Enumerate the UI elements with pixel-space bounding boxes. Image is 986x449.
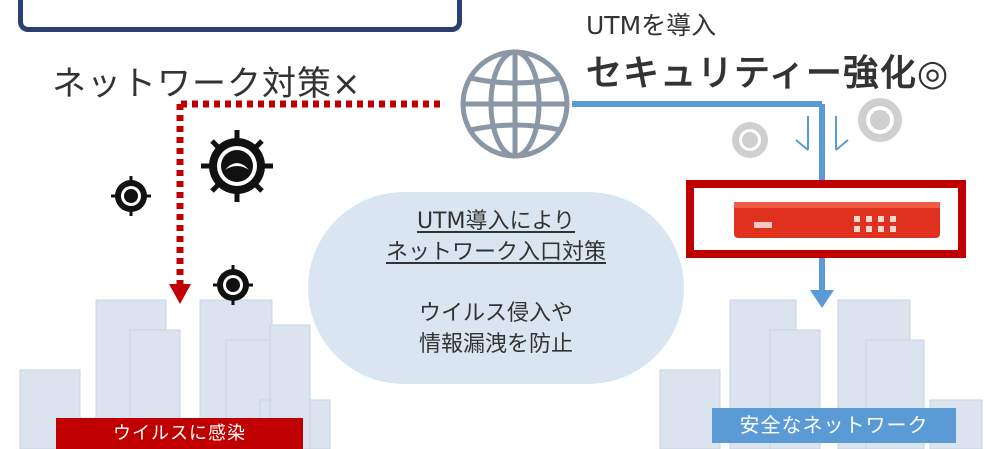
bubble-line-2: ネットワーク入口対策 bbox=[385, 240, 606, 265]
bubble-line-3: ウイルス侵入や bbox=[418, 301, 573, 326]
bubble-line-4: 情報漏洩を防止 bbox=[418, 332, 573, 357]
utm-subtitle: セキュリティー強化◎ bbox=[586, 53, 950, 94]
globe-icon bbox=[460, 49, 570, 159]
utm-device-icon bbox=[734, 202, 940, 238]
deflect-arrows-icon bbox=[795, 116, 849, 151]
blue-arrowhead bbox=[810, 290, 834, 308]
top-frame bbox=[18, 0, 462, 32]
infected-tag: ウイルスに感染 bbox=[56, 418, 303, 449]
safe-network-tag: 安全なネットワーク bbox=[712, 408, 956, 443]
blue-path bbox=[572, 101, 825, 292]
bubble-line-1: UTM導入により bbox=[416, 209, 576, 234]
info-bubble: UTM導入により ネットワーク入口対策 ウイルス侵入や 情報漏洩を防止 bbox=[308, 192, 684, 384]
red-arrowhead bbox=[169, 284, 191, 304]
blocked-virus-icon bbox=[732, 122, 768, 158]
utm-title: UTMを導入 bbox=[586, 11, 717, 40]
virus-icon bbox=[111, 176, 151, 216]
virus-icon bbox=[213, 265, 253, 305]
red-dashed-path bbox=[176, 100, 440, 284]
blocked-virus-icon bbox=[858, 98, 902, 142]
left-heading: ネットワーク対策× bbox=[52, 64, 362, 104]
utm-device-frame bbox=[686, 180, 966, 258]
virus-icon bbox=[201, 130, 273, 202]
